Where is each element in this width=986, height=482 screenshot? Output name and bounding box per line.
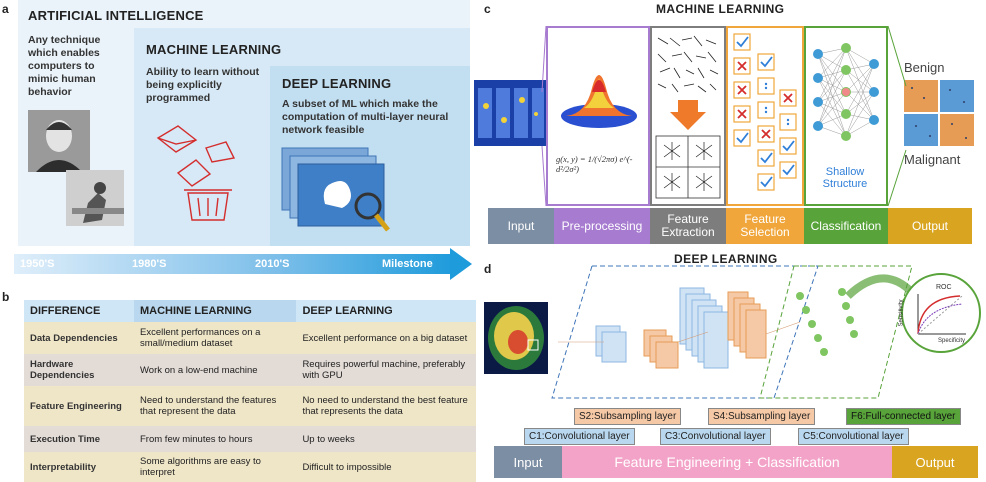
dl-stage-input: Input: [494, 446, 562, 478]
gaussian-formula: g(x, y) = 1/(√2πσ) e^(-d²/2σ²): [556, 154, 633, 174]
roc-ylabel: Sensitivity: [898, 299, 905, 327]
stage-output: Output: [888, 208, 972, 244]
ai-title: ARTIFICIAL INTELLIGENCE: [28, 8, 204, 23]
turing-portrait-illustration: [28, 110, 124, 226]
dl-description: A subset of ML which make the computatio…: [282, 98, 449, 136]
timeline-1950: 1950'S: [20, 258, 55, 270]
timeline-arrow-head: [450, 248, 472, 280]
table-row: Data Dependencies Excellent performances…: [24, 322, 476, 354]
timeline-2010: 2010'S: [255, 258, 290, 270]
stage-feature-selection: Feature Selection: [726, 208, 804, 244]
header-difference: DIFFERENCE: [24, 300, 134, 322]
dl-cell: No need to understand the best feature t…: [302, 395, 468, 417]
stage-feature-extraction: Feature Extraction: [650, 208, 726, 244]
dl-cell: Difficult to impossible: [302, 461, 392, 473]
table-row: Feature Engineering Need to understand t…: [24, 386, 476, 426]
ml-cell: Some algorithms are easy to interpret: [140, 456, 261, 478]
stage-preprocessing: Pre-processing: [554, 208, 650, 244]
header-machine-learning: MACHINE LEARNING: [134, 300, 297, 322]
shallow-structure-label: Shallow Structure: [822, 166, 868, 190]
roc-curve-chart: [901, 273, 981, 353]
dl-stage-output: Output: [892, 446, 978, 478]
ml-pipeline-title: MACHINE LEARNING: [656, 2, 785, 16]
ml-envelope-illustration: [156, 125, 236, 221]
layer-c1-convolutional: C1:Convolutional layer: [524, 428, 635, 445]
ai-description: Any technique which enables computers to…: [28, 34, 101, 98]
header-deep-learning: DEEP LEARNING: [296, 300, 476, 322]
panel-b-letter: b: [2, 290, 10, 304]
table-row: Execution Time From few minutes to hours…: [24, 426, 476, 452]
layer-s4-subsampling: S4:Subsampling layer: [708, 408, 816, 425]
layer-s2-subsampling: S2:Subsampling layer: [574, 408, 682, 425]
timeline-arrow: [14, 254, 454, 274]
layer-c3-convolutional: C3:Convolutional layer: [660, 428, 771, 445]
panel-a-letter: a: [2, 2, 9, 16]
roc-title: ROC: [936, 284, 952, 291]
row-label: Interpretability: [30, 461, 96, 473]
dl-pipeline-title: DEEP LEARNING: [674, 252, 778, 266]
ml-cell: Excellent performances on a small/medium…: [140, 327, 261, 349]
dl-cell: Up to weeks: [302, 433, 355, 445]
shallow-network-diagram: [813, 43, 879, 141]
timeline-1980: 1980'S: [132, 258, 167, 270]
ml-cell: From few minutes to hours: [140, 433, 253, 445]
feature-selection-checklist: [733, 33, 797, 191]
orientation-grid-icon: [655, 35, 721, 199]
layer-f6-full-connected: F6:Full-connected layer: [846, 408, 961, 425]
dl-cell: Requires powerful machine, preferably wi…: [302, 359, 466, 381]
ml-description: Ability to learn without being explicitl…: [146, 66, 260, 104]
cnn-architecture: [551, 265, 918, 399]
dl-cell: Excellent performance on a big dataset: [302, 332, 468, 344]
dl-title: DEEP LEARNING: [282, 76, 392, 91]
comparison-table: DIFFERENCE MACHINE LEARNING DEEP LEARNIN…: [24, 300, 476, 482]
pipeline-connectors: [541, 26, 907, 207]
table-header-row: DIFFERENCE MACHINE LEARNING DEEP LEARNIN…: [24, 300, 476, 322]
panel-d-letter: d: [484, 262, 492, 276]
row-label: Data Dependencies: [30, 332, 118, 344]
panel-c-letter: c: [484, 2, 491, 16]
benign-label: Benign: [904, 60, 945, 75]
stage-classification: Classification: [804, 208, 888, 244]
layer-c5-convolutional: C5:Convolutional layer: [798, 428, 909, 445]
dl-stage-feature-engineering: Feature Engineering + Classification: [562, 446, 892, 478]
row-label: Execution Time: [30, 433, 101, 445]
dl-input-brain-image: [484, 302, 548, 374]
timeline-milestone: Milestone: [382, 258, 433, 270]
table-row: Hardware Dependencies Work on a low-end …: [24, 354, 476, 386]
ml-cell: Need to understand the features that rep…: [140, 395, 277, 417]
roc-xlabel: Specificity: [938, 338, 966, 344]
dl-screens-illustration: [281, 147, 390, 232]
table-row: Interpretability Some algorithms are eas…: [24, 452, 476, 482]
input-mri-image: [474, 80, 546, 146]
classified-patches: [904, 80, 974, 146]
gaussian-surface-plot: [561, 75, 637, 128]
stage-input: Input: [488, 208, 554, 244]
ml-cell: Work on a low-end machine: [140, 364, 258, 376]
row-label: Feature Engineering: [30, 400, 122, 412]
malignant-label: Malignant: [904, 152, 961, 167]
row-label: Hardware Dependencies: [30, 359, 95, 381]
ml-title: MACHINE LEARNING: [146, 42, 282, 57]
